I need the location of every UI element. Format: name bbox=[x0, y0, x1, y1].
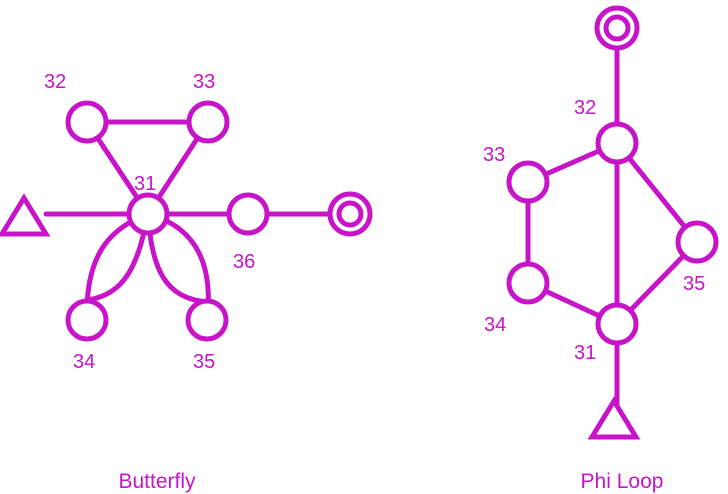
phi-loop-caption: Phi Loop bbox=[581, 470, 664, 493]
butterfly-node-34 bbox=[65, 298, 109, 342]
phi-node-35 bbox=[675, 220, 719, 264]
phi-node-31 bbox=[595, 302, 639, 346]
butterfly-label-31: 31 bbox=[134, 173, 156, 195]
butterfly-node-31 bbox=[126, 192, 170, 236]
phi-node-33 bbox=[506, 160, 550, 204]
butterfly-entry-triangle-icon bbox=[0, 193, 51, 237]
phi-entry-triangle-icon bbox=[587, 396, 641, 440]
phi-loop-graph: 32 33 34 35 31 Phi Loop bbox=[483, 5, 719, 493]
butterfly-label-36: 36 bbox=[233, 251, 255, 273]
phi-label-33: 33 bbox=[483, 144, 505, 166]
phi-label-32: 32 bbox=[574, 97, 596, 119]
phi-label-35: 35 bbox=[683, 273, 705, 295]
butterfly-label-33: 33 bbox=[193, 71, 215, 93]
butterfly-exit-inner-circle-icon bbox=[336, 200, 364, 228]
butterfly-label-35: 35 bbox=[193, 351, 215, 373]
butterfly-caption: Butterfly bbox=[118, 470, 196, 493]
phi-node-34 bbox=[506, 261, 550, 305]
butterfly-label-34: 34 bbox=[73, 351, 95, 373]
butterfly-graph: 31 32 33 34 35 36 Butterfly bbox=[0, 71, 373, 493]
butterfly-node-33 bbox=[186, 100, 230, 144]
butterfly-node-32 bbox=[65, 100, 109, 144]
phi-label-31: 31 bbox=[574, 342, 596, 364]
butterfly-node-36 bbox=[226, 192, 270, 236]
butterfly-label-32: 32 bbox=[44, 71, 66, 93]
phi-exit-inner-circle-icon bbox=[603, 14, 631, 42]
phi-node-32 bbox=[595, 121, 639, 165]
butterfly-node-35 bbox=[185, 298, 229, 342]
phi-label-34: 34 bbox=[484, 314, 506, 336]
